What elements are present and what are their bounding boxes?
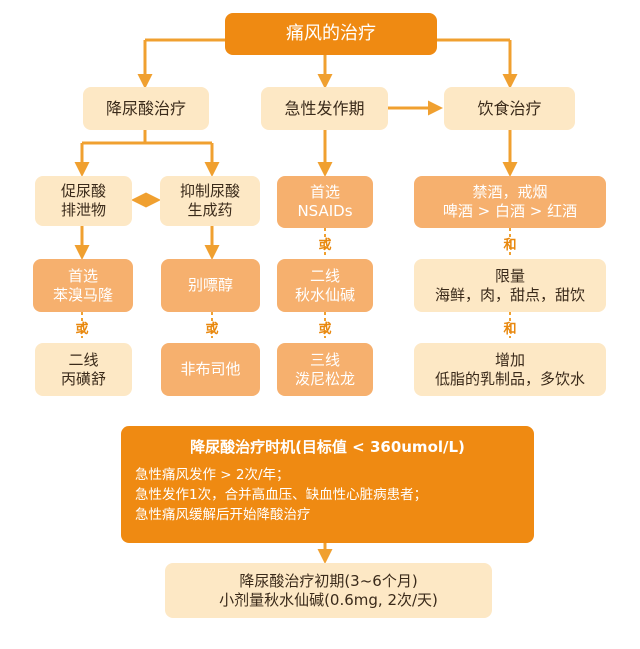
nsaids-line1: 首选 bbox=[309, 183, 340, 202]
or-label: 或 bbox=[75, 322, 89, 337]
and-label: 和 bbox=[503, 322, 517, 337]
timing-line: 急性发作1次，合并高血压、缺血性心脏病患者； bbox=[135, 487, 428, 503]
no-alcohol-box: 禁酒，戒烟 啤酒 > 白酒 > 红酒 bbox=[414, 176, 606, 228]
prednisolone-box: 三线 泼尼松龙 bbox=[277, 343, 373, 396]
urate-lowering-head: 降尿酸治疗 bbox=[83, 87, 209, 130]
initial-phase-box: 降尿酸治疗初期(3~6个月) 小剂量秋水仙碱(0.6mg, 2次/天) bbox=[165, 563, 492, 618]
probenecid-line1: 二线 bbox=[68, 350, 99, 369]
probenecid-box: 二线 丙磺舒 bbox=[35, 343, 132, 396]
xanthine-inhibitor-line2: 生成药 bbox=[187, 201, 233, 219]
xanthine-inhibitor-line1: 抑制尿酸 bbox=[179, 182, 240, 201]
timing-line: 急性痛风发作 > 2次/年； bbox=[135, 467, 290, 483]
benzbromarone-line2: 苯溴马隆 bbox=[52, 285, 113, 304]
limit-line2: 海鲜，肉，甜点，甜饮 bbox=[434, 285, 585, 304]
nsaids-line2: NSAIDs bbox=[297, 202, 353, 220]
uricosuric-line1: 促尿酸 bbox=[60, 182, 106, 201]
or-label: 或 bbox=[318, 322, 332, 337]
title-text: 痛风的治疗 bbox=[286, 22, 376, 44]
probenecid-line2: 丙磺舒 bbox=[60, 369, 106, 388]
limit-line1: 限量 bbox=[494, 266, 525, 285]
uricosuric-line2: 排泄物 bbox=[60, 201, 106, 219]
increase-box: 增加 低脂的乳制品，多饮水 bbox=[414, 343, 606, 396]
acute-phase-label: 急性发作期 bbox=[284, 98, 365, 118]
acute-phase-head: 急性发作期 bbox=[261, 87, 388, 130]
treatment-timing-box: 降尿酸治疗时机(目标值 < 360umol/L) 急性痛风发作 > 2次/年； … bbox=[121, 426, 534, 543]
diet-label: 饮食治疗 bbox=[477, 98, 542, 118]
no-alcohol-line2: 啤酒 > 白酒 > 红酒 bbox=[442, 202, 578, 220]
benzbromarone-line1: 首选 bbox=[67, 266, 98, 285]
allopurinol-label: 别嘌醇 bbox=[187, 276, 233, 295]
title-box: 痛风的治疗 bbox=[225, 13, 437, 55]
febuxostat-label: 非布司他 bbox=[180, 360, 241, 379]
limit-box: 限量 海鲜，肉，甜点，甜饮 bbox=[414, 259, 606, 312]
febuxostat-box: 非布司他 bbox=[161, 343, 260, 396]
allopurinol-box: 别嘌醇 bbox=[161, 259, 260, 312]
nsaids-box: 首选 NSAIDs bbox=[277, 176, 373, 228]
prednisolone-line1: 三线 bbox=[309, 350, 340, 369]
or-label: 或 bbox=[205, 322, 219, 337]
or-label: 或 bbox=[318, 238, 332, 253]
colchicine-line1: 二线 bbox=[309, 266, 340, 285]
benzbromarone-box: 首选 苯溴马隆 bbox=[33, 259, 133, 312]
uricosuric-box: 促尿酸 排泄物 bbox=[35, 176, 132, 226]
increase-line1: 增加 bbox=[494, 350, 525, 369]
colchicine-line2: 秋水仙碱 bbox=[294, 285, 355, 304]
timing-line: 急性痛风缓解后开始降酸治疗 bbox=[135, 507, 311, 523]
initial-phase-line1: 降尿酸治疗初期(3~6个月) bbox=[239, 571, 418, 590]
timing-title: 降尿酸治疗时机(目标值 < 360umol/L) bbox=[190, 438, 465, 456]
increase-line2: 低脂的乳制品，多饮水 bbox=[434, 369, 585, 388]
diet-head: 饮食治疗 bbox=[444, 87, 575, 130]
initial-phase-line2: 小剂量秋水仙碱(0.6mg, 2次/天) bbox=[219, 590, 438, 609]
colchicine-box: 二线 秋水仙碱 bbox=[277, 259, 373, 312]
prednisolone-line2: 泼尼松龙 bbox=[294, 369, 355, 388]
no-alcohol-line1: 禁酒，戒烟 bbox=[472, 183, 548, 202]
and-label: 和 bbox=[503, 238, 517, 253]
xanthine-inhibitor-box: 抑制尿酸 生成药 bbox=[160, 176, 260, 226]
urate-lowering-label: 降尿酸治疗 bbox=[105, 98, 186, 118]
